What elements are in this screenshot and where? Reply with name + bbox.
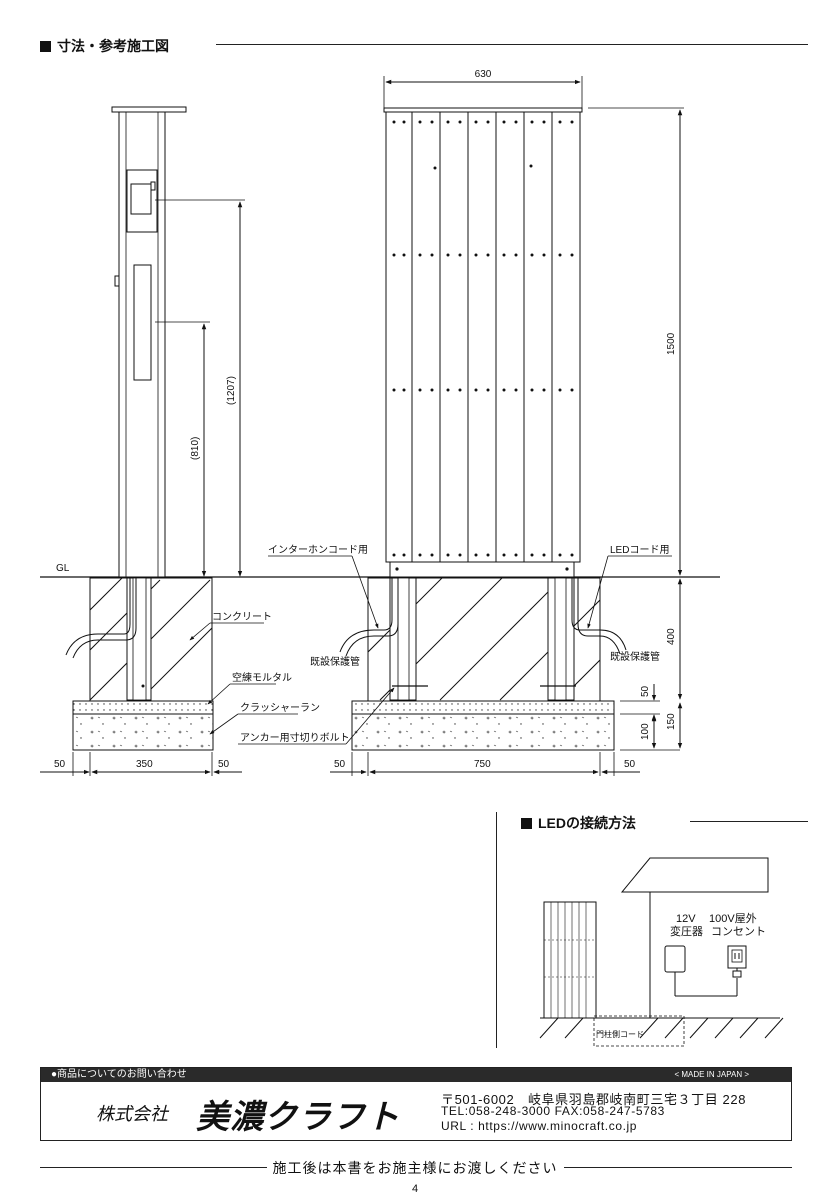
company-prefix: 株式会社 — [96, 1104, 168, 1125]
svg-text:インターホンコード用: インターホンコード用 — [268, 544, 368, 556]
company-tel-fax: TEL:058-248-3000 FAX:058-247-5783 — [441, 1104, 665, 1118]
panel-front-view: 630 1500 400 — [383, 69, 684, 700]
svg-text:50: 50 — [334, 759, 346, 770]
svg-text:400: 400 — [666, 628, 677, 645]
bottom-dimensions: 50 350 50 50 750 50 — [40, 752, 640, 776]
svg-text:アンカー用寸切りボルト: アンカー用寸切りボルト — [240, 731, 350, 744]
svg-text:630: 630 — [475, 69, 492, 80]
svg-text:1500: 1500 — [666, 332, 677, 355]
contact-header: ●商品についてのお問い合わせ < MADE IN JAPAN > — [41, 1068, 791, 1082]
mini-panel — [543, 901, 597, 1019]
svg-text:50: 50 — [640, 685, 651, 697]
callout-labels: インターホンコード用 LEDコード用 コンクリート 空練モルタル クラッシャーラ… — [189, 544, 672, 745]
outlet-icon — [727, 945, 747, 969]
footer-note: 施工後は本書をお施主様にお渡しください — [0, 1158, 830, 1178]
svg-text:(810): (810) — [190, 437, 201, 460]
section-rule — [690, 821, 808, 822]
company-address: 〒501-6002 岐阜県羽島郡岐南町三宅３丁目 228 — [441, 1092, 747, 1107]
transformer-icon — [664, 945, 686, 973]
page-number: 4 — [411, 1183, 419, 1195]
svg-text:150: 150 — [666, 713, 677, 730]
gl-label: GL — [56, 563, 70, 574]
svg-text:既設保護管: 既設保護管 — [610, 650, 660, 663]
company-url[interactable]: URL : https://www.minocraft.co.jp — [441, 1119, 638, 1133]
svg-text:50: 50 — [54, 759, 66, 770]
panel-screw-dots — [392, 120, 574, 557]
foundation-left — [65, 577, 214, 751]
svg-text:50: 50 — [218, 759, 230, 770]
square-bullet-icon — [521, 818, 532, 829]
svg-text:350: 350 — [136, 759, 153, 770]
svg-text:変圧器: 変圧器 — [670, 924, 703, 938]
section-title-dimensions: 寸法・参考施工図 — [40, 36, 169, 56]
contact-box: ●商品についてのお問い合わせ < MADE IN JAPAN > 株式会社 美濃… — [40, 1067, 792, 1141]
svg-text:100V屋外: 100V屋外 — [709, 912, 757, 925]
section-title-led: LEDの接続方法 — [521, 813, 636, 833]
square-bullet-icon — [40, 41, 51, 52]
svg-text:既設保護管: 既設保護管 — [310, 655, 360, 668]
svg-text:空練モルタル: 空練モルタル — [232, 671, 292, 684]
svg-text:12V: 12V — [676, 913, 696, 925]
led-wiring-diagram: 門柱側コード 12V 変圧器 100V屋外 コンセント — [539, 857, 784, 1047]
svg-text:コンセント: コンセント — [711, 925, 766, 938]
post-side-view: (1207) (810) — [111, 106, 245, 578]
construction-drawing: GL (1207) (810) — [40, 69, 720, 776]
company-logo: 美濃クラフト — [196, 1097, 400, 1136]
svg-text:コンクリート: コンクリート — [212, 611, 272, 623]
foundation-right: 50 150 100 — [339, 577, 683, 751]
section-divider — [496, 812, 497, 1048]
svg-text:750: 750 — [474, 759, 491, 770]
section-rule — [216, 44, 808, 45]
svg-text:100: 100 — [640, 723, 651, 740]
svg-text:(1207): (1207) — [226, 376, 237, 405]
svg-text:LEDコード用: LEDコード用 — [610, 545, 669, 556]
svg-text:50: 50 — [624, 759, 636, 770]
svg-text:クラッシャーラン: クラッシャーラン — [240, 702, 320, 714]
svg-text:門柱側コード: 門柱側コード — [596, 1029, 644, 1039]
